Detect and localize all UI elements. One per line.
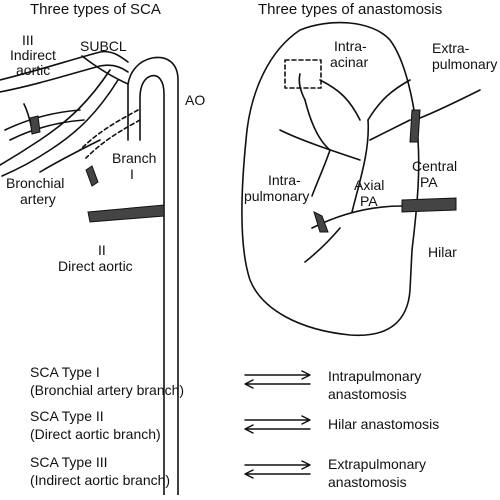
- label-ao: AO: [185, 92, 206, 108]
- label-axial-2: PA: [360, 193, 378, 209]
- label-extra-pulm-1: Extra-: [432, 40, 470, 56]
- branch-d: [311, 149, 331, 197]
- axial-pa-branch-2: [367, 79, 411, 121]
- central-branch-c: [298, 73, 306, 101]
- legend-row-1-anast-2: anastomosis: [328, 386, 407, 402]
- legend-arrow-1-left: [244, 379, 311, 389]
- aorta-outer-wall: [127, 56, 179, 500]
- right-panel-heading: Three types of anastomosis: [258, 1, 443, 18]
- label-indirect-1: Indirect: [10, 47, 56, 63]
- direct-aortic-vessel: [87, 204, 165, 223]
- label-subcl: SUBCL: [80, 38, 127, 54]
- label-bronchial-2: artery: [20, 191, 56, 207]
- label-direct-num: II: [98, 242, 106, 258]
- hilar-vessel: [401, 197, 457, 213]
- label-bronchial-1: Bronchial: [6, 175, 65, 191]
- subclavian-artery: [0, 50, 129, 81]
- trachea-left-wall: [0, 69, 111, 166]
- lung-outline: [241, 21, 420, 337]
- legend-arrow-1-right: [244, 370, 311, 380]
- branch-e: [369, 119, 411, 141]
- extrapulmonary-line: [419, 89, 481, 119]
- legend-row-3-anast-1: Extrapulmonary: [328, 456, 427, 472]
- bronchial-artery: [39, 139, 101, 173]
- legend-row-3-type-1: SCA Type III: [30, 454, 108, 470]
- bronchial-dashed-2: [85, 119, 141, 159]
- central-branch-b: [304, 99, 331, 151]
- label-branch-2: I: [130, 166, 134, 182]
- bronchus-upper: [4, 109, 81, 131]
- label-indirect-num: III: [22, 32, 34, 48]
- legend-arrow-2-left: [244, 424, 311, 434]
- label-indirect-2: aortic: [16, 62, 51, 78]
- left-panel-heading: Three types of SCA: [30, 1, 161, 18]
- label-intra-pulm-2: pulmonary: [244, 188, 310, 204]
- extrapulmonary-vessel: [409, 109, 421, 143]
- label-axial-1: Axial: [354, 177, 385, 193]
- bronchial-branch-vessel: [85, 165, 99, 187]
- trachea-right-wall: [1, 79, 119, 177]
- indirect-aortic-vessel: [29, 115, 41, 135]
- label-intra-acinar-2: acinar: [330, 54, 369, 70]
- legend-row-1-type-2: (Bronchial artery branch): [30, 382, 185, 398]
- legend-row-1-type-1: SCA Type I: [30, 364, 100, 380]
- bronchial-dashed: [79, 109, 139, 151]
- label-intra-acinar-1: Intra-: [334, 38, 367, 54]
- label-direct-text: Direct aortic: [58, 258, 133, 274]
- label-intra-pulm-1: Intra-: [268, 172, 301, 188]
- central-branch-a: [279, 129, 361, 161]
- branch-f: [304, 227, 341, 263]
- aorta-inner-wall: [139, 74, 165, 500]
- legend-arrow-3-right: [244, 460, 311, 470]
- legend-row-2-type-2: (Direct aortic branch): [30, 426, 161, 442]
- aorta-arch-top: [81, 55, 129, 85]
- legend-row-2-anast-1: Hilar anastomosis: [328, 416, 440, 432]
- label-central-2: PA: [420, 174, 438, 190]
- label-branch-1: Branch: [112, 150, 157, 166]
- legend-arrows: [244, 370, 311, 479]
- branch-g: [319, 79, 361, 121]
- legend-row-3-type-2: (Indirect aortic branch): [30, 472, 171, 488]
- bronchus-upper-2: [9, 119, 85, 141]
- label-hilar: Hilar: [428, 244, 457, 260]
- intrapulmonary-vessel: [313, 211, 329, 233]
- legend-arrow-3-left: [244, 469, 311, 479]
- legend-row-1-anast-1: Intrapulmonary: [328, 368, 422, 384]
- label-central-1: Central: [412, 158, 458, 174]
- subclavian-artery-lower: [0, 64, 129, 93]
- intra-acinar-box: [284, 59, 322, 89]
- legend-row-3-anast-2: anastomosis: [328, 474, 407, 490]
- legend-arrow-2-right: [244, 415, 311, 425]
- legend-row-2-type-1: SCA Type II: [30, 408, 104, 424]
- label-extra-pulm-2: pulmonary: [432, 56, 498, 72]
- axial-pa-branch-up: [351, 119, 370, 213]
